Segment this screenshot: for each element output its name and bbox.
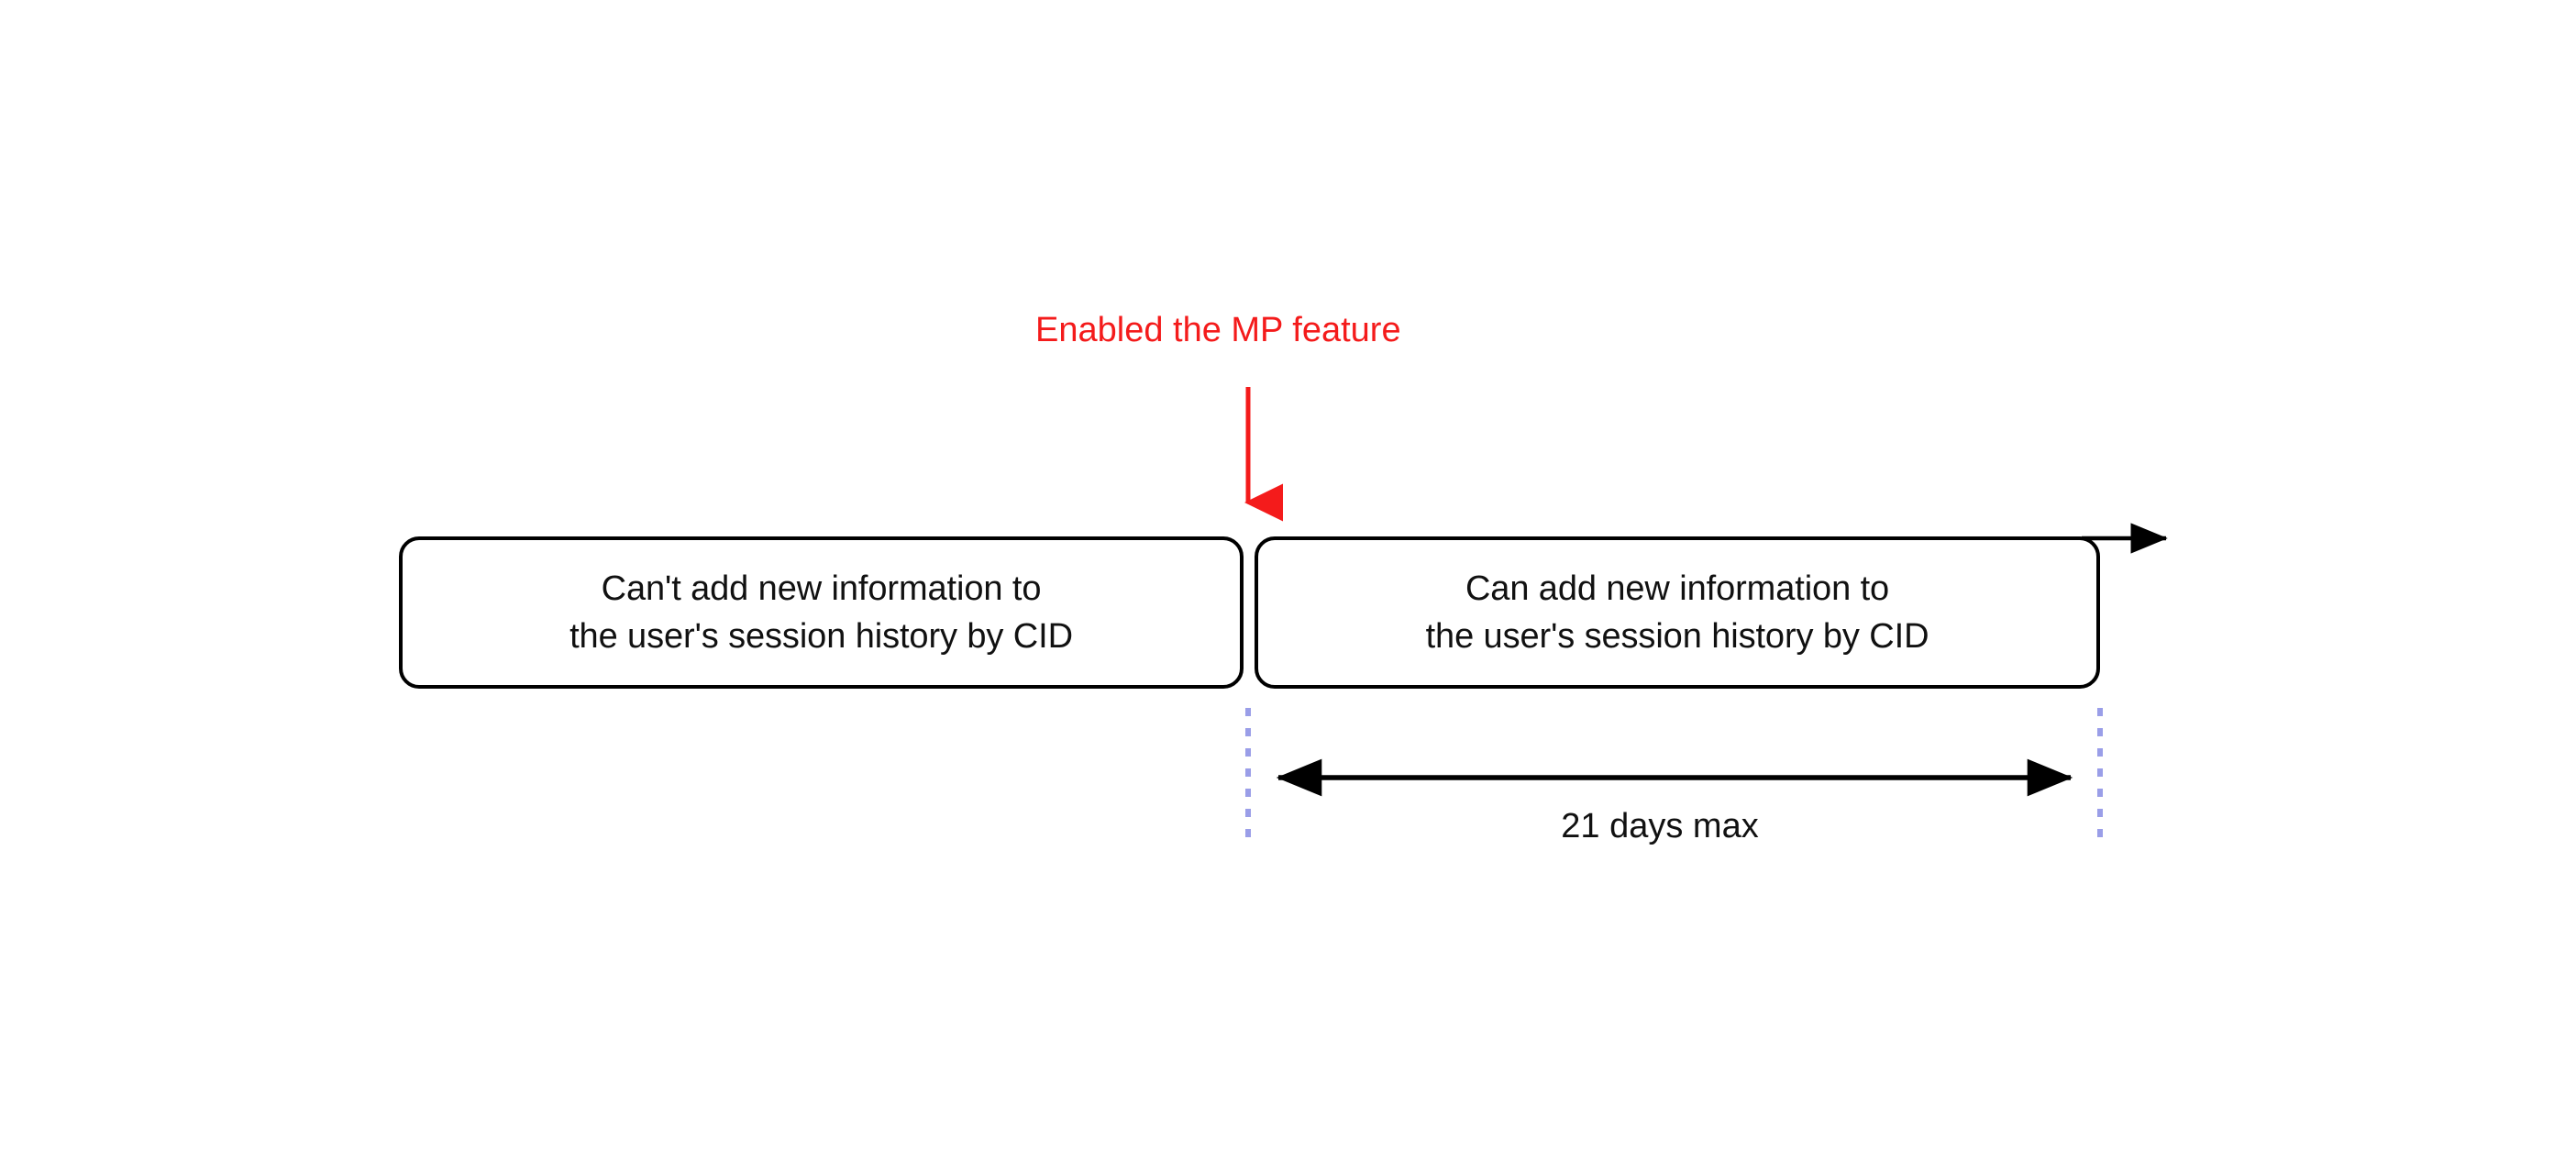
phase-box-before-line-1: Can't add new information to <box>601 569 1042 608</box>
phase-box-before[interactable]: Can't add new information to the user's … <box>399 536 1244 689</box>
phase-box-after[interactable]: Can add new information to the user's se… <box>1255 536 2100 689</box>
event-marker-label: Enabled the MP feature <box>1035 311 1401 349</box>
phase-box-after-line-2: the user's session history by CID <box>1425 617 1929 656</box>
phase-box-after-line-1: Can add new information to <box>1465 569 1890 608</box>
phase-box-before-line-2: the user's session history by CID <box>569 617 1073 656</box>
duration-label: 21 days max <box>1561 807 1759 845</box>
